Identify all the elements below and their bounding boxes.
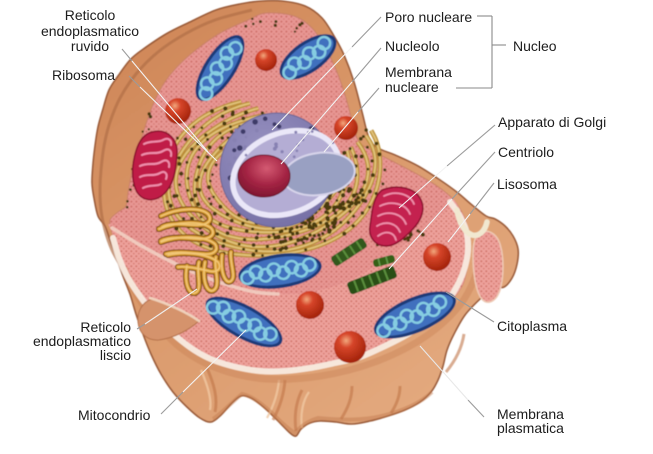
svg-text:nucleare: nucleare xyxy=(385,79,439,95)
svg-text:endoplasmatico: endoplasmatico xyxy=(41,23,139,39)
svg-text:Nucleo: Nucleo xyxy=(513,38,557,54)
svg-text:Mitocondrio: Mitocondrio xyxy=(78,407,151,423)
svg-text:plasmatica: plasmatica xyxy=(497,420,564,436)
svg-text:endoplasmatico: endoplasmatico xyxy=(33,333,131,349)
svg-text:ruvido: ruvido xyxy=(71,38,109,54)
svg-text:Membrana: Membrana xyxy=(497,406,564,422)
svg-text:Membrana: Membrana xyxy=(385,64,452,80)
svg-text:Lisosoma: Lisosoma xyxy=(497,176,557,192)
svg-text:Apparato di Golgi: Apparato di Golgi xyxy=(498,114,606,130)
svg-text:Centriolo: Centriolo xyxy=(498,144,554,160)
svg-text:Poro nucleare: Poro nucleare xyxy=(385,9,472,25)
svg-text:Citoplasma: Citoplasma xyxy=(497,318,567,334)
svg-text:Reticolo: Reticolo xyxy=(65,7,116,23)
svg-text:liscio: liscio xyxy=(100,347,131,363)
svg-text:Reticolo: Reticolo xyxy=(80,319,131,335)
svg-text:Ribosoma: Ribosoma xyxy=(52,67,115,83)
svg-text:Nucleolo: Nucleolo xyxy=(385,38,440,54)
